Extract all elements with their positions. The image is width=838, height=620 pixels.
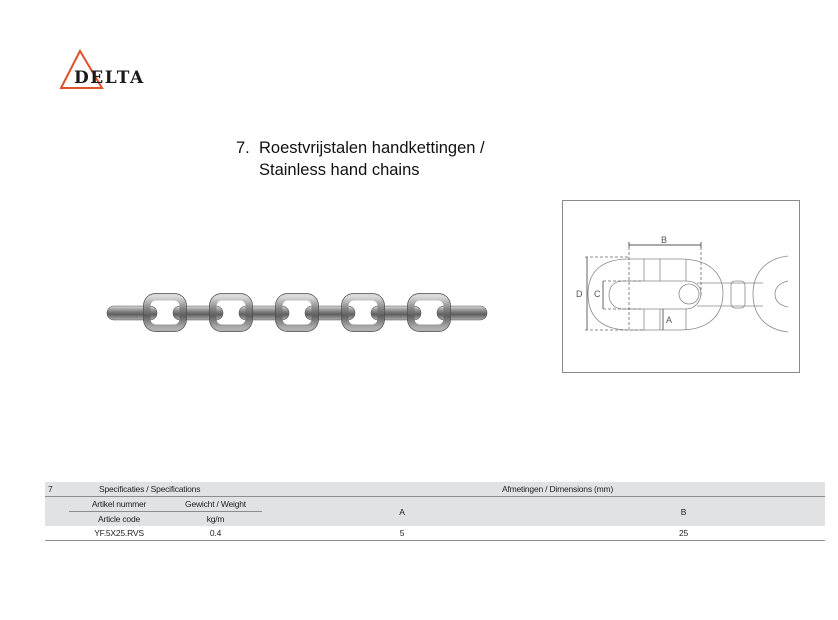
article-code-cell: YF.5X25.RVS: [69, 526, 169, 541]
dimension-b-cell: 25: [542, 526, 825, 541]
table-subheader-row-2: Article code kg/m: [45, 511, 825, 526]
weight-cell: 0.4: [169, 526, 262, 541]
specifications-table: 7 Specificaties / Specifications Afmetin…: [45, 482, 825, 541]
specs-header: Specificaties / Specifications: [69, 482, 262, 497]
table-header-row: 7 Specificaties / Specifications Afmetin…: [45, 482, 825, 497]
col-article-nl: Artikel nummer: [69, 496, 169, 512]
table-subheader-row-1: Artikel nummer Gewicht / Weight A B: [45, 496, 825, 526]
dimension-a-cell: 5: [262, 526, 542, 541]
col-weight-unit: kg/m: [169, 511, 262, 526]
dimensions-header: Afmetingen / Dimensions (mm): [262, 482, 825, 497]
chain-dimension-diagram: B D C A: [562, 200, 800, 373]
chain-photo: [105, 291, 495, 342]
dimension-label-c: C: [594, 289, 601, 299]
title-line-2: Stainless hand chains: [259, 161, 420, 179]
title-line-1: Roestvrijstalen handkettingen /: [259, 139, 485, 157]
delta-triangle-icon: [59, 48, 104, 89]
col-b-header: B: [542, 496, 825, 526]
col-a-header: A: [262, 496, 542, 526]
page-title: 7. Roestvrijstalen handkettingen / Stainl…: [236, 137, 485, 181]
table-row: YF.5X25.RVS 0.4 5 25: [45, 526, 825, 541]
col-weight-label: Gewicht / Weight: [169, 496, 262, 512]
logo-text: DELTA: [74, 68, 145, 88]
delta-logo: DELTA: [58, 48, 178, 92]
dimension-label-a: A: [666, 315, 672, 325]
section-number-cell: 7: [45, 482, 69, 497]
col-article-en: Article code: [69, 511, 169, 526]
dimension-label-b: B: [661, 235, 667, 245]
section-number: 7.: [236, 139, 250, 157]
dimension-label-d: D: [576, 289, 583, 299]
